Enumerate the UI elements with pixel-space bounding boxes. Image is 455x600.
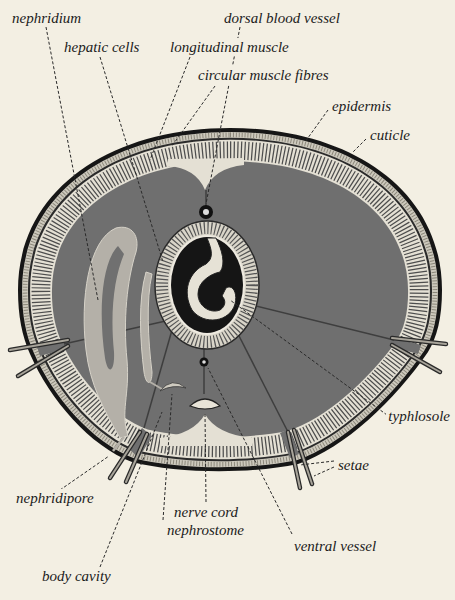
- epidermis-layer: [22, 132, 438, 467]
- cuticle-layer: [18, 128, 442, 471]
- nephrostome-funnel: [160, 383, 186, 391]
- seta: [392, 338, 446, 344]
- hepatic-cells-texture: [162, 228, 252, 342]
- ventral-vessel: [200, 358, 209, 367]
- part-label: dorsal blood vessel: [222, 9, 342, 27]
- part-label: body cavity: [40, 567, 113, 585]
- part-label: ventral vessel: [292, 537, 378, 555]
- seta-outline: [392, 338, 446, 344]
- part-label: nephridium: [10, 9, 83, 27]
- part-label: cuticle: [368, 126, 412, 144]
- septum-line: [236, 330, 288, 432]
- seta: [392, 345, 440, 372]
- seta: [110, 432, 140, 478]
- septum-line: [252, 305, 394, 340]
- nephridium-slit: [102, 246, 124, 369]
- dorsal-vessel: [199, 205, 213, 219]
- leader-line: [205, 413, 206, 502]
- part-label: nephridipore: [14, 489, 96, 507]
- nephridium-tube: [141, 272, 153, 383]
- seta-outline: [392, 345, 440, 372]
- ventral-vessel-lumen: [202, 360, 206, 364]
- ventral-muscle-cusp: [160, 414, 252, 446]
- typhlosole-fold: [187, 238, 236, 320]
- gut-lumen: [171, 237, 243, 333]
- part-label: longitudinal muscle: [168, 38, 291, 56]
- nerve-cord-shape: [190, 399, 220, 409]
- leader-line: [60, 456, 109, 490]
- leader-line: [172, 86, 215, 146]
- mesentery-line: [203, 349, 205, 394]
- leader-line: [46, 27, 98, 300]
- part-label: hepatic cells: [62, 38, 141, 56]
- mesentery-line: [205, 190, 207, 206]
- leader-line: [230, 300, 387, 415]
- seta-outline: [10, 340, 68, 350]
- part-label: typhlosole: [386, 407, 452, 425]
- nephridium-loop: [84, 227, 137, 438]
- epidermis-texture: [25, 135, 435, 465]
- nephridium-duct: [113, 437, 124, 451]
- gut-wall: [169, 235, 245, 335]
- leader-line: [300, 461, 334, 465]
- part-label: circular muscle fibres: [196, 66, 331, 84]
- leader-line: [150, 57, 190, 160]
- seta: [18, 346, 68, 376]
- leader-line: [163, 394, 172, 520]
- part-label: setae: [336, 456, 371, 474]
- dorsal-muscle-cusp: [168, 158, 244, 190]
- seta: [10, 340, 68, 350]
- part-label: epidermis: [330, 97, 393, 115]
- leader-line: [305, 110, 328, 142]
- leader-line: [314, 467, 334, 476]
- part-label: nephrostome: [165, 521, 246, 539]
- leader-line: [352, 139, 366, 153]
- seta: [294, 430, 312, 484]
- hepatic-layer: [155, 221, 259, 349]
- nephrostome-neck: [150, 382, 162, 389]
- leader-line: [100, 412, 162, 567]
- dorsal-vessel-lumen: [203, 209, 209, 215]
- circular-muscle-layer: [28, 138, 432, 461]
- seta-outline: [18, 346, 68, 376]
- part-label: nerve cord: [172, 503, 240, 521]
- leader-line: [100, 57, 163, 262]
